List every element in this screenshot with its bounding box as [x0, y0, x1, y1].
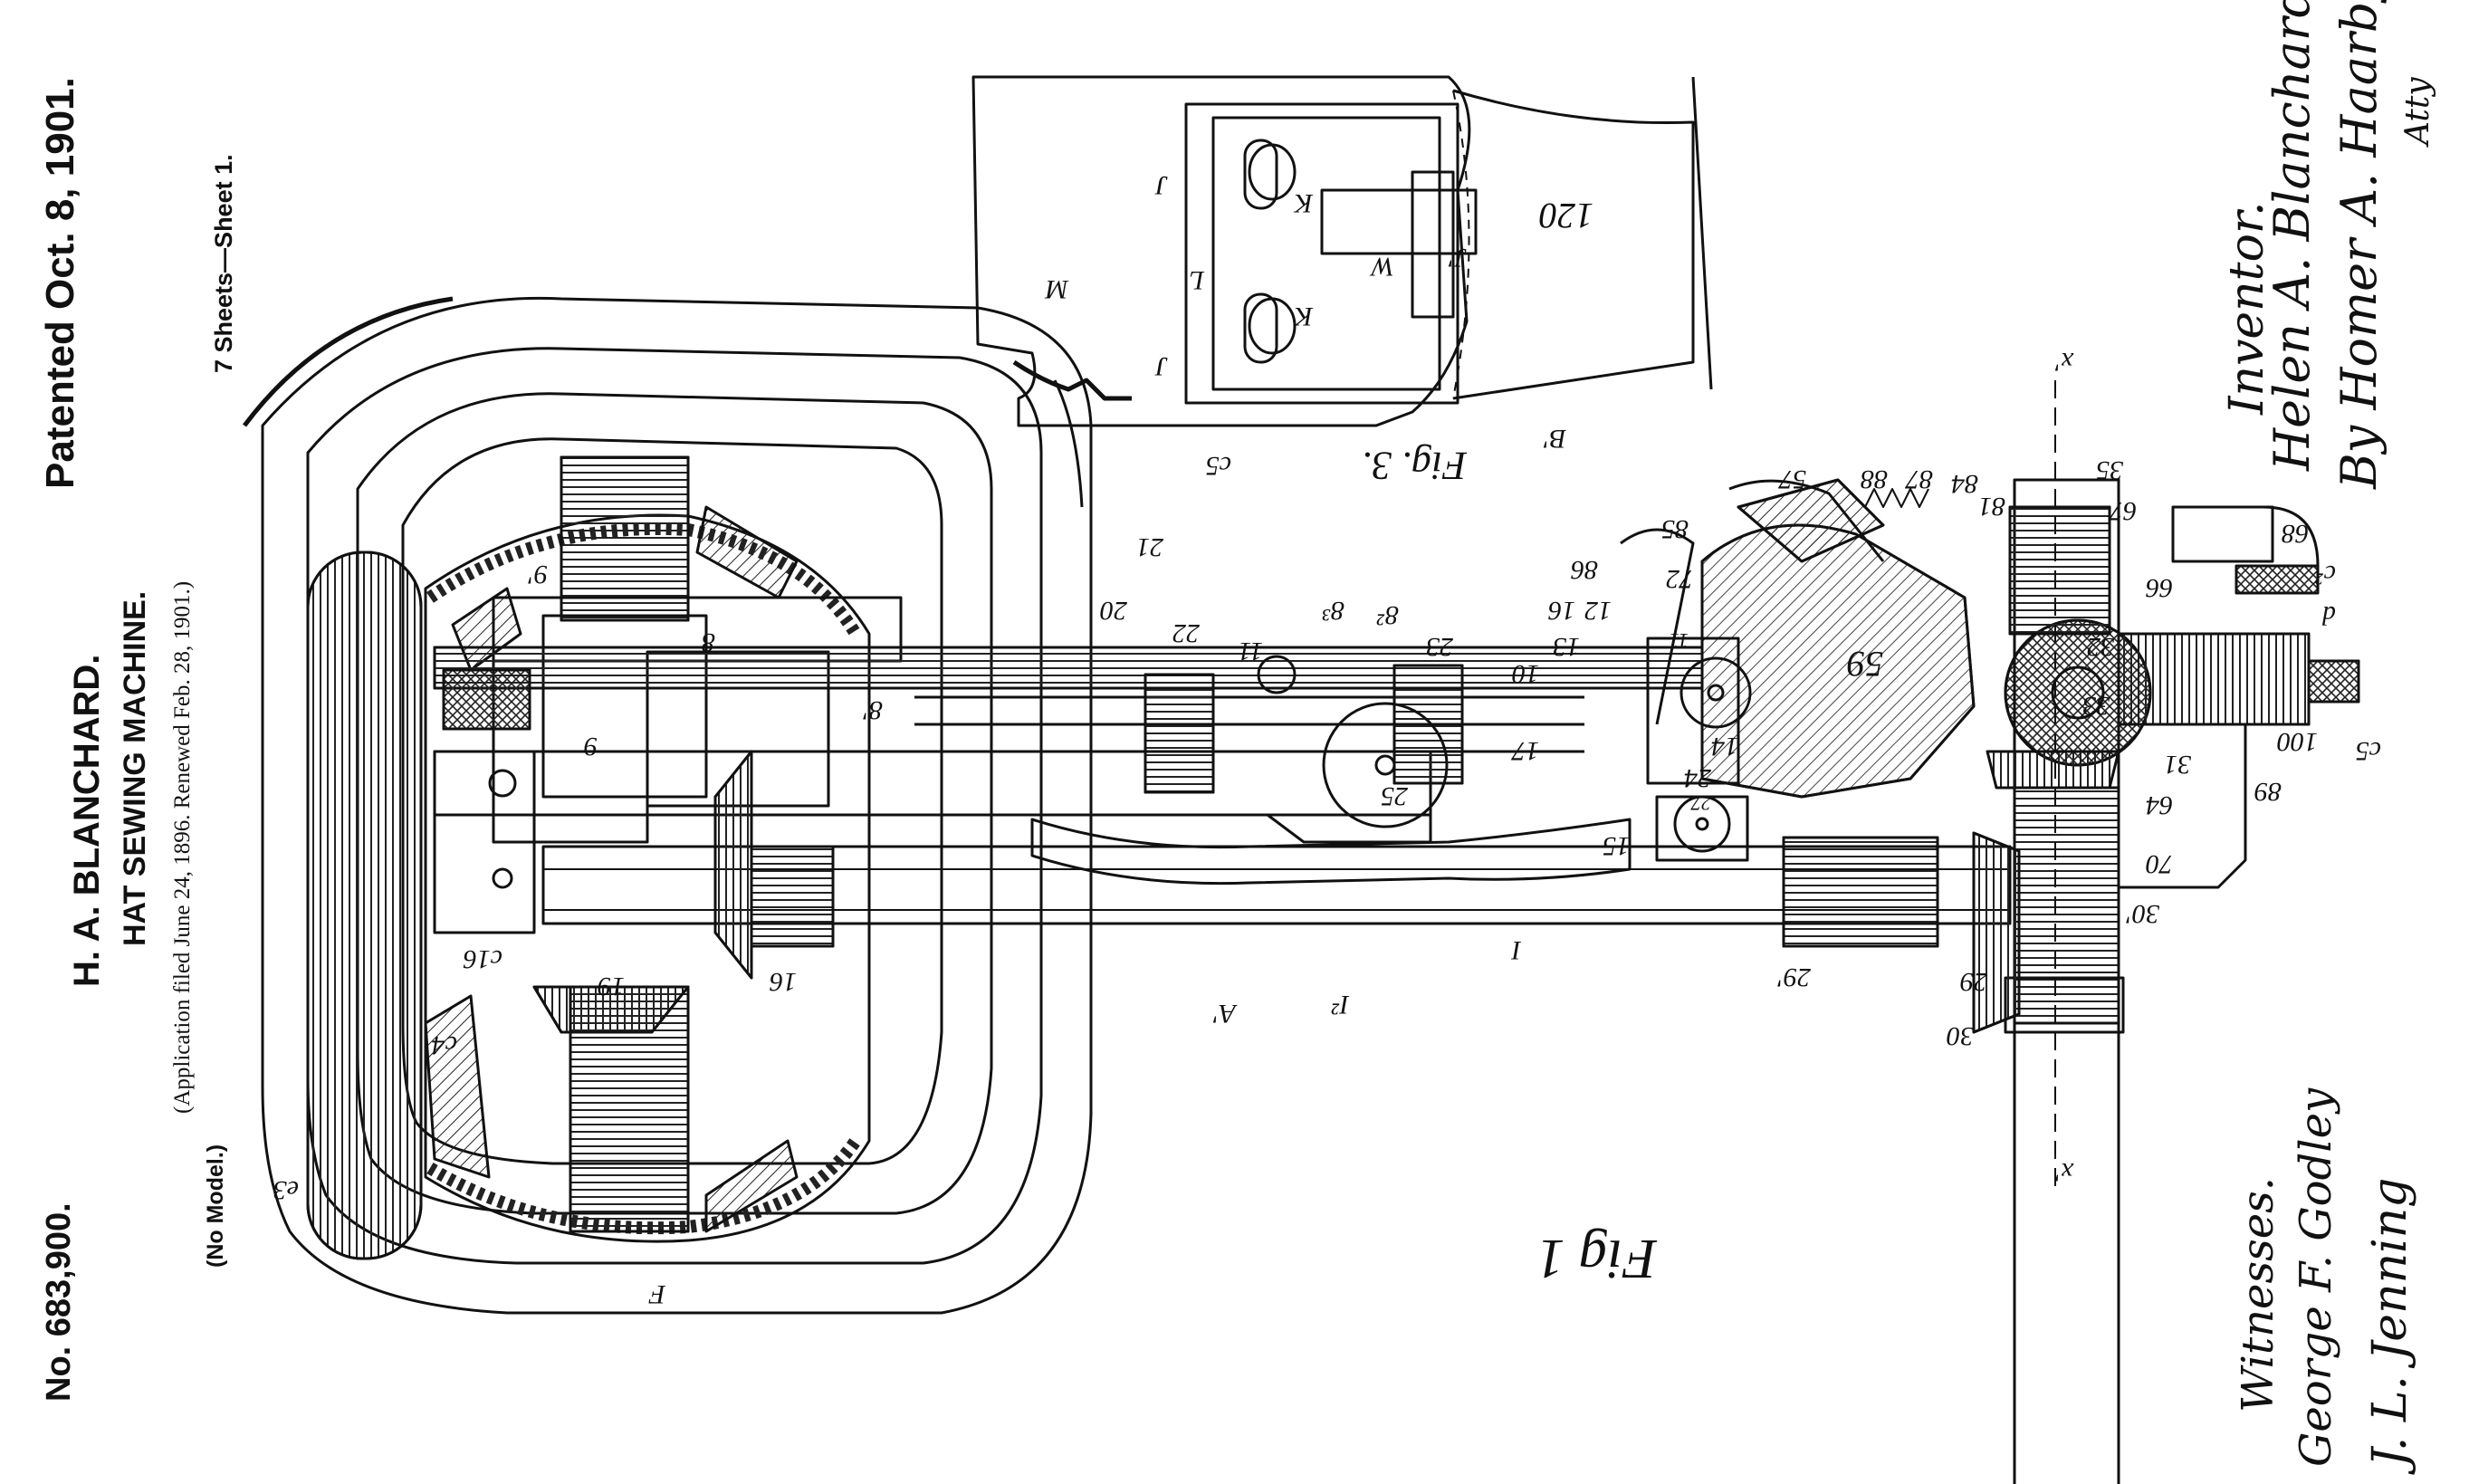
callout-70: 70 — [2146, 849, 2173, 879]
callout-30-prime: 30' — [2126, 899, 2160, 929]
callout-32: 32 — [2087, 632, 2115, 662]
callout-64: 64 — [2146, 790, 2173, 820]
callout-57: 57 — [1777, 464, 1806, 494]
callout-87: 87 — [1904, 464, 1933, 494]
callout-j-prime: J' — [1449, 243, 1467, 273]
callout-16b: 16 — [770, 967, 797, 997]
callout-c5: c5 — [1206, 451, 1231, 481]
callout-c4: c4 — [432, 1030, 457, 1060]
callout-24: 24 — [1684, 763, 1711, 793]
callout-29: 29 — [1960, 967, 1987, 997]
callout-72: 72 — [1666, 564, 1693, 594]
callout-23: 23 — [1426, 632, 1453, 662]
callout-15: 15 — [1603, 831, 1630, 861]
callout-11: 11 — [1238, 637, 1263, 666]
callout-35: 35 — [2096, 455, 2124, 485]
frame-outline — [261, 296, 1093, 1315]
callout-25: 25 — [1381, 781, 1408, 811]
callout-14: 14 — [1711, 732, 1738, 761]
callout-29-prime: 29' — [1777, 962, 1811, 992]
callout-labels: J K J K L M W J' 120 c5 B' 21 20 22 11 8… — [273, 170, 2381, 1309]
callout-59: 59 — [1847, 644, 1883, 685]
callout-67: 67 — [2108, 496, 2137, 526]
callout-88: 88 — [1861, 464, 1888, 494]
callout-33: 33 — [2082, 691, 2110, 721]
callout-l: L — [1189, 265, 1205, 295]
callout-e3: e3 — [273, 1175, 299, 1205]
callout-c2: c² — [2315, 560, 2336, 589]
callout-k: K — [1293, 188, 1314, 218]
callout-20: 20 — [1100, 596, 1127, 626]
callout-16: 16 — [1548, 596, 1575, 626]
fig3-label: Fig. 3. — [1362, 444, 1468, 488]
callout-68: 68 — [2282, 519, 2309, 549]
callout-9: 9 — [584, 732, 598, 761]
callout-8: 8 — [702, 627, 715, 657]
callout-I2: I² — [1331, 990, 1350, 1020]
callout-120: 120 — [1539, 196, 1593, 236]
callout-81: 81 — [1978, 492, 2005, 522]
callout-85: 85 — [1661, 514, 1689, 544]
callout-I: I — [1510, 935, 1522, 965]
callout-100: 100 — [2277, 727, 2318, 757]
callout-c16: c16 — [464, 944, 502, 974]
callout-66: 66 — [2146, 573, 2173, 603]
callout-8-prime: 8' — [863, 695, 883, 725]
callout-21: 21 — [1136, 532, 1163, 562]
callout-13: 13 — [1553, 632, 1580, 662]
callout-9-prime: 9' — [528, 560, 548, 589]
callout-84: 84 — [1951, 469, 1978, 499]
callout-22: 22 — [1172, 618, 1200, 648]
callout-F: F — [648, 1279, 666, 1309]
callout-8-squared: 8² — [1376, 600, 1399, 630]
callout-b-prime: B' — [1544, 424, 1566, 454]
callout-j: J — [1154, 351, 1168, 381]
callout-89: 89 — [2254, 777, 2282, 807]
callout-m: M — [1044, 274, 1069, 304]
callout-31: 31 — [2164, 750, 2192, 780]
callout-d: d — [2321, 600, 2336, 630]
callout-19: 19 — [598, 972, 625, 1001]
callout-8-cubed: 8³ — [1322, 596, 1345, 626]
callout-11b: 11 — [1669, 628, 1689, 652]
callout-12: 12 — [1584, 596, 1612, 626]
callout-17: 17 — [1510, 736, 1539, 766]
callout-w: W — [1369, 252, 1394, 282]
callout-k: K — [1293, 302, 1314, 331]
callout-A-prime: A' — [1213, 999, 1238, 1029]
callout-30: 30 — [1947, 1021, 1975, 1051]
callout-86: 86 — [1571, 555, 1598, 585]
callout-c5b: c5 — [2356, 736, 2381, 766]
callout-10: 10 — [1512, 659, 1539, 689]
callout-27: 27 — [1690, 792, 1711, 815]
callout-x-prime-bottom: x' — [2055, 1157, 2074, 1187]
callout-x-prime-top: x' — [2055, 347, 2074, 377]
callout-j: J — [1154, 170, 1168, 200]
handwheel — [306, 551, 423, 1260]
fig1-label: Fig 1 — [1536, 1228, 1658, 1289]
